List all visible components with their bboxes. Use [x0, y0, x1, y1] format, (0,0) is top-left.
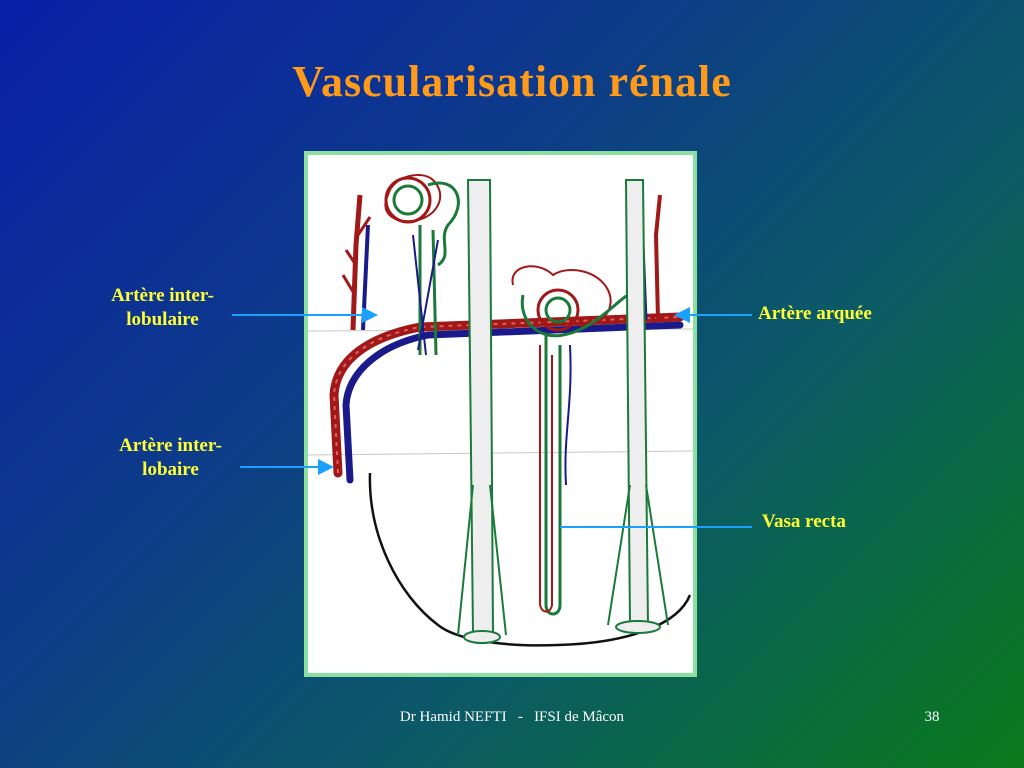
- label-vasa-recta: Vasa recta: [762, 511, 846, 532]
- vasa-recta-vessel: [539, 345, 553, 613]
- label-interlobular-artery: Artère inter- lobulaire: [80, 284, 245, 332]
- label-line-1: Artère inter-: [119, 435, 222, 456]
- glomerulus-lower: [511, 265, 629, 338]
- collecting-duct-left: [457, 179, 507, 644]
- interlobular-artery-left: [350, 194, 363, 331]
- label-line-2: lobaire: [142, 459, 199, 480]
- arcuate-artery-texture: [332, 316, 681, 474]
- collecting-duct-right: [607, 179, 669, 634]
- slide-title: Vascularisation rénale: [292, 57, 732, 106]
- glomerulus-upper: [384, 174, 460, 267]
- label-line-2: lobulaire: [126, 309, 199, 330]
- interlobular-artery-right: [653, 194, 662, 321]
- label-line-1: Artère inter-: [111, 285, 214, 306]
- illustration-canvas: [308, 155, 693, 673]
- label-interlobar-artery: Artère inter- lobaire: [88, 434, 253, 482]
- footer-credit: Dr Hamid NEFTI - IFSI de Mâcon: [399, 709, 625, 725]
- capillary-net-lower: [564, 344, 572, 486]
- nephron-drawing: [308, 174, 693, 647]
- interlobular-branches-left: [341, 216, 372, 296]
- capillary-net-upper: [412, 234, 439, 356]
- kidney-vascular-illustration: [304, 151, 697, 677]
- loop-of-henle: [544, 335, 562, 616]
- tubule-upper: [418, 225, 438, 356]
- page-number: 38: [924, 709, 940, 725]
- label-arcuate-artery: Artère arquée: [758, 303, 872, 324]
